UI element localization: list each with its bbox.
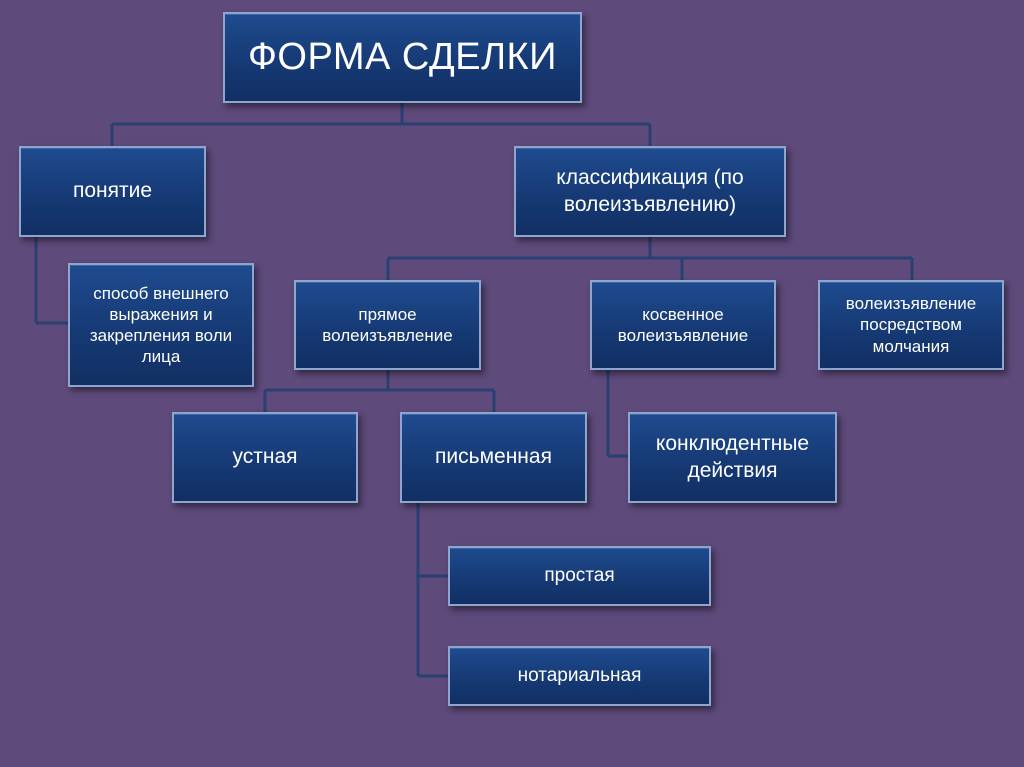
written-form-box: письменная: [400, 412, 587, 503]
silence-expression-box: волеизъявление посредством молчания: [818, 280, 1004, 370]
silence-expression-text: волеизъявление посредством молчания: [845, 294, 977, 356]
simple-form-box: простая: [448, 546, 711, 606]
written-form-text: письменная: [435, 445, 552, 469]
classification-box: классификация (по волеизъявлению): [514, 146, 786, 237]
indirect-expression-text: косвенное волеизъявление: [617, 304, 749, 345]
simple-form-text: простая: [544, 565, 615, 587]
concept-definition-box: способ внешнего выражения и закрепления …: [68, 263, 254, 387]
conclusive-actions-text: конклюдентные действия: [655, 432, 810, 482]
notarial-form-box: нотариальная: [448, 646, 711, 706]
oral-form-text: устная: [232, 445, 298, 469]
classification-text: классификация (по волеизъявлению): [556, 166, 744, 216]
notarial-form-text: нотариальная: [517, 665, 642, 687]
direct-expression-text: прямое волеизъявление: [322, 304, 453, 345]
title-text: ФОРМА СДЕЛКИ: [248, 35, 557, 78]
concept-definition-text: способ внешнего выражения и закрепления …: [89, 283, 233, 367]
indirect-expression-box: косвенное волеизъявление: [590, 280, 776, 370]
direct-expression-box: прямое волеизъявление: [294, 280, 481, 370]
oral-form-box: устная: [172, 412, 358, 503]
title-box: ФОРМА СДЕЛКИ: [223, 12, 582, 103]
conclusive-actions-box: конклюдентные действия: [628, 412, 837, 503]
concept-box: понятие: [19, 146, 206, 237]
concept-text: понятие: [72, 179, 153, 203]
